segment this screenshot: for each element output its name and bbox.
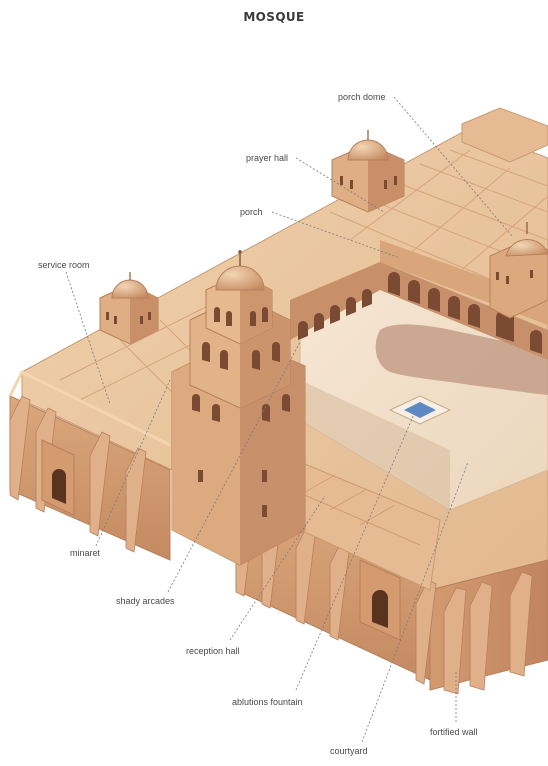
label-minaret: minaret: [70, 548, 101, 558]
service-room-tower: [99, 272, 159, 345]
leader-service-room: [65, 271, 111, 405]
wall-rim: [8, 369, 171, 447]
minaret-dome: [215, 265, 265, 291]
label-service-room: service room: [38, 260, 90, 270]
label-shady-arcades: shady arcades: [116, 596, 175, 606]
leader-prayer-hall: [295, 157, 385, 213]
ablutions-fountain: [388, 395, 452, 425]
label-ablutions-fountain: ablutions fountain: [232, 697, 303, 707]
label-porch: porch: [240, 207, 263, 217]
minaret-tower: [171, 250, 306, 566]
label-prayer-hall: prayer hall: [246, 153, 289, 163]
gates: [41, 439, 401, 641]
leader-reception-hall: [229, 495, 326, 641]
back-corner-block: [461, 107, 548, 163]
leader-porch: [271, 211, 401, 259]
leader-lines: [65, 96, 513, 743]
leader-shady-arcades: [167, 341, 301, 593]
page-title: MOSQUE: [243, 10, 305, 24]
leader-courtyard: [361, 461, 469, 743]
label-porch-dome: porch dome: [338, 92, 386, 102]
label-courtyard: courtyard: [330, 746, 368, 756]
label-fortified-wall: fortified wall: [430, 727, 478, 737]
mosque-building: [8, 107, 548, 695]
west-arcade: [290, 262, 380, 340]
prayer-hall-dome-tower: [331, 130, 405, 213]
porch-dome-structure: [489, 222, 548, 319]
courtyard-shade: [300, 380, 450, 510]
label-reception-hall: reception hall: [186, 646, 240, 656]
